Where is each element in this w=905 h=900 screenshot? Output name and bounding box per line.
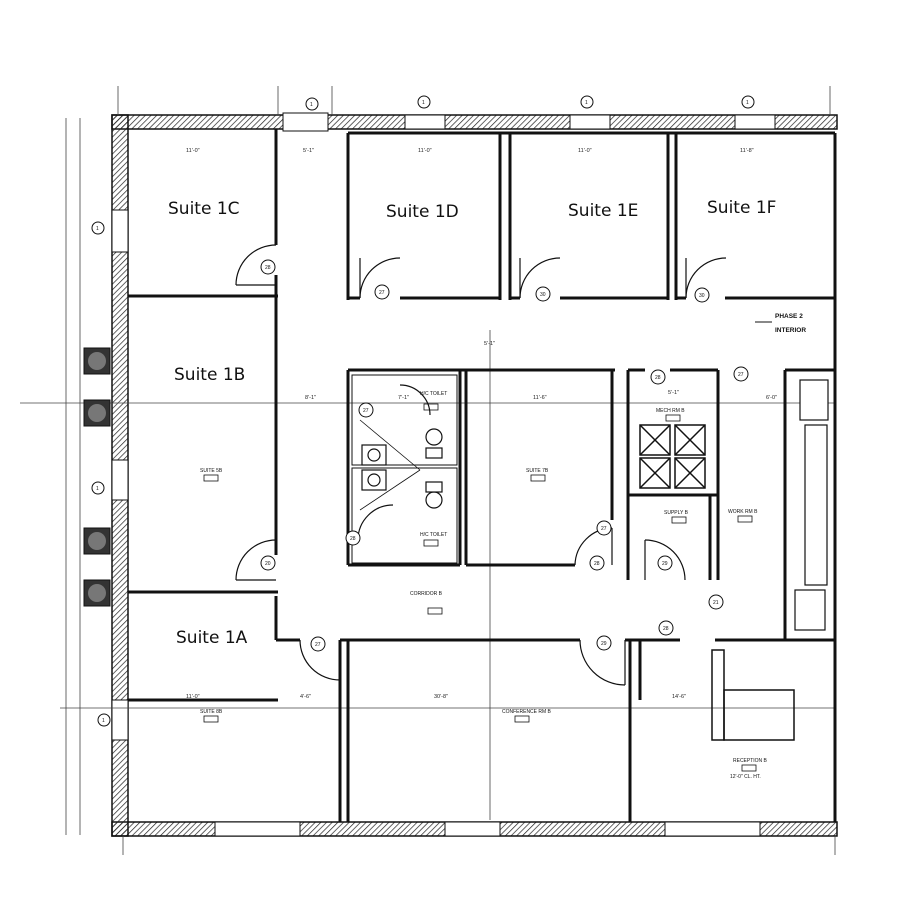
room-number-box <box>737 515 753 523</box>
door-tag: 28 <box>594 561 600 567</box>
door-tag: 28 <box>655 375 661 381</box>
room-number-box <box>423 539 439 547</box>
grid-tag: 1 <box>102 718 105 724</box>
interior-label: INTERIOR <box>775 327 806 334</box>
dimension-label: 11'-0" <box>578 148 592 154</box>
door-tag: 27 <box>379 290 385 296</box>
dimension-label: 30'-8" <box>434 694 448 700</box>
dimension-label: 11'-0" <box>186 148 200 154</box>
suite-7b-label: SUITE 7B <box>526 468 549 474</box>
room-number-box <box>514 715 530 723</box>
door-tag: 20 <box>265 561 271 567</box>
reception-label: RECEPTION B <box>733 758 768 764</box>
room-number-box <box>423 403 439 411</box>
door-swings <box>235 244 727 686</box>
room-number-box <box>203 715 219 723</box>
interior-walls <box>128 129 837 822</box>
door-tag: 29 <box>662 561 668 567</box>
door-tag: 30 <box>699 293 705 299</box>
exterior-walls <box>111 112 838 837</box>
room-number-box <box>530 474 546 482</box>
door-tag: 27 <box>363 408 369 414</box>
room-number-box <box>203 474 219 482</box>
door-tag-group <box>260 259 749 652</box>
dimension-label: 11'-0" <box>186 694 200 700</box>
suite-1a-label: Suite 1A <box>176 628 248 648</box>
door-tag: 28 <box>663 626 669 632</box>
mech-room-label: MECH RM B <box>656 408 685 414</box>
suite-8b-label: SUITE 8B <box>200 709 223 715</box>
reception-ceiling-label: 12'-0" CL. HT. <box>730 774 761 780</box>
room-number-box <box>671 516 687 524</box>
suite-1f-label: Suite 1F <box>707 198 776 218</box>
room-number-box <box>665 414 681 422</box>
dimension-label: 11'-8" <box>740 148 754 154</box>
hc-toilet-bottom-label: H/C TOILET <box>420 532 447 538</box>
grid-tag: 1 <box>310 102 313 108</box>
reception-desk <box>711 649 795 741</box>
door-tag: 30 <box>540 292 546 298</box>
room-number-box <box>741 764 757 772</box>
work-room-counters <box>794 379 829 631</box>
dimension-label: 4'-6" <box>300 694 311 700</box>
conference-label: CONFERENCE RM B <box>502 709 552 715</box>
corridor-label: CORRIDOR B <box>410 591 443 597</box>
dimension-label: 14'-6" <box>672 694 686 700</box>
dimension-label: 8'-1" <box>305 395 316 401</box>
dimension-label: 11'-0" <box>418 148 432 154</box>
door-tag: 21 <box>713 600 719 606</box>
door-tag: 28 <box>265 265 271 271</box>
hc-toilet-top-label: H/C TOILET <box>420 391 447 397</box>
door-tag: 27 <box>315 642 321 648</box>
door-tag: 29 <box>601 641 607 647</box>
grid-bubbles <box>91 95 755 727</box>
dimension-label: 5'-1" <box>484 341 495 347</box>
suite-1b-label: Suite 1B <box>174 365 245 385</box>
supply-label: SUPPLY B <box>664 510 689 516</box>
grid-tag: 1 <box>422 100 425 106</box>
suite-1c-label: Suite 1C <box>168 199 240 219</box>
grid-tag: 1 <box>96 226 99 232</box>
suite-5b-label: SUITE 5B <box>200 468 223 474</box>
grid-tag: 1 <box>96 486 99 492</box>
door-tag: 27 <box>738 372 744 378</box>
toilet-fixtures <box>351 374 458 564</box>
dimension-label: 6'-0" <box>766 395 777 401</box>
dimension-label: 7'-1" <box>398 395 409 401</box>
dimension-label: 5'-1" <box>303 148 314 154</box>
grid-tag: 1 <box>585 100 588 106</box>
door-tag: 27 <box>601 526 607 532</box>
door-tag: 28 <box>350 536 356 542</box>
room-number-box <box>427 607 443 615</box>
suite-1d-label: Suite 1D <box>386 202 459 222</box>
grid-tag: 1 <box>746 100 749 106</box>
work-room-label: WORK RM B <box>728 509 758 515</box>
hvac-units <box>83 347 111 607</box>
dimension-label: 5'-1" <box>668 390 679 396</box>
phase-2-label: PHASE 2 <box>775 313 803 320</box>
suite-1e-label: Suite 1E <box>568 201 638 221</box>
dimension-label: 11'-6" <box>533 395 547 401</box>
mechanical-equipment <box>639 424 706 489</box>
